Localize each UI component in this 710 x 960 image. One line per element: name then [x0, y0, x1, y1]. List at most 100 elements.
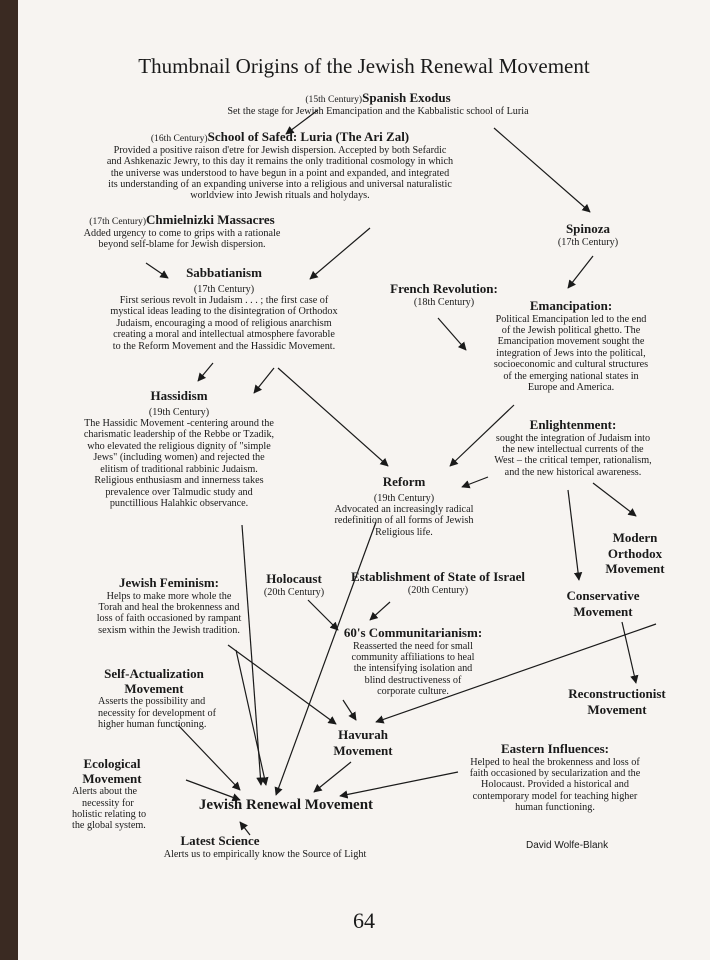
node-chmielnizki-massacres: (17th Century)Chmielnizki Massacres Adde… [62, 212, 302, 251]
node-description-line: necessity for development of [98, 707, 216, 719]
node-description-line: creating a moral and intellectual atmosp… [113, 329, 335, 341]
node-description-line: Religious enthusiasm and innerness takes [94, 475, 264, 487]
node-title: Reform [382, 474, 426, 489]
node-description-line: who elevated the religious dignity of "s… [87, 440, 271, 452]
node-jewish-feminism: Jewish Feminism: Helps to make more whol… [76, 575, 262, 636]
arrow-conservative-to-havurah [375, 623, 657, 724]
node-description-line: Alerts about the [72, 786, 138, 798]
node-title: Enlightenment: [529, 417, 617, 432]
node-holocaust: Holocaust (20th Century) [254, 571, 334, 598]
node-title-line: Orthodox [607, 545, 663, 561]
node-title: Eastern Influences: [501, 741, 609, 756]
node-title: French Revolution: [390, 281, 498, 296]
node-century: (17th Century) [89, 216, 147, 227]
node-century: (17th Century) [193, 283, 255, 295]
node-title: Holocaust [266, 571, 322, 586]
node-description-line: Jews" (including women) and rejected the [93, 452, 265, 464]
node-description-line: of the Jewish political ghetto. The [501, 324, 641, 336]
arrow-french-to-emancipation [437, 317, 467, 351]
node-description-line: community affiliations to heal [351, 651, 475, 663]
node-description-line: Provided a positive raison d'etre for Je… [113, 144, 447, 156]
node-century: (15th Century) [305, 94, 363, 105]
node-enlightenment: Enlightenment: sought the integration of… [464, 417, 682, 478]
page-number: 64 [353, 908, 375, 933]
node-description-line: its understanding of an expanding univer… [108, 179, 452, 190]
node-description-line: faith occasioned by secularization and t… [469, 767, 641, 779]
node-description: Set the stage for Jewish Emancipation an… [227, 105, 529, 117]
node-title: Latest Science [180, 833, 260, 848]
node-description-line: the new intellectual currents of the [502, 443, 644, 455]
node-sabbatianism: Sabbatianism (17th Century) First seriou… [84, 265, 364, 352]
node-description-line: Helps to make more whole the [106, 590, 232, 602]
arrow-feminism-to-havurah [227, 644, 337, 725]
node-emancipation: Emancipation: Political Emancipation led… [466, 298, 676, 394]
node-description-line: blind destructiveness of [364, 674, 462, 686]
node-self-actualization: Self-Actualization Movement Asserts the … [84, 666, 224, 730]
node-title: School of Safed: Luria (The Ari Zal) [207, 129, 410, 144]
node-title: Jewish Feminism: [118, 575, 220, 590]
node-description-line: Religious life. [375, 526, 433, 538]
arrow-sabbatianism-to-hassidism-right [253, 367, 275, 394]
node-description-line: the global system. [72, 820, 146, 832]
node-description-line: contemporary model for teaching higher [472, 790, 638, 802]
arrow-science-to-renewal [239, 821, 251, 836]
node-century: (20th Century) [263, 586, 325, 598]
node-description-line: necessity for [82, 797, 134, 809]
node-title: Sabbatianism [186, 265, 262, 280]
node-hassidism: Hassidism (19th Century) The Hassidic Mo… [70, 388, 288, 509]
node-communitarianism: 60's Communitarianism: Reasserted the ne… [322, 625, 504, 698]
arrow-enlightenment-to-reform [461, 476, 489, 489]
influence-arrows [145, 109, 657, 836]
node-title-line: Movement [333, 742, 393, 758]
node-spinoza: Spinoza (17th Century) [538, 221, 638, 248]
node-title: Jewish Renewal Movement [198, 797, 374, 813]
node-title-line: Movement [587, 701, 647, 717]
node-description-line: worldview into Jewish rituals and holyda… [190, 190, 370, 202]
node-eastern-influences: Eastern Influences: Helped to heal the b… [438, 741, 672, 814]
arrow-enlightenment-to-conservative [567, 489, 583, 581]
node-title: Spanish Exodus [362, 90, 451, 105]
arrow-sabbatianism-to-hassidism-left [197, 362, 214, 382]
document-page: Thumbnail Origins of the Jewish Renewal … [18, 0, 710, 960]
node-title-line: Movement [124, 680, 184, 696]
node-title-line: Conservative [566, 588, 640, 603]
node-description-line: beyond self-blame for Jewish dispersion. [98, 239, 266, 251]
arrow-emancipation-to-reform [449, 404, 515, 467]
node-havurah-movement: Havurah Movement [320, 727, 406, 758]
arrow-sabbatianism-to-reform [277, 367, 389, 467]
node-description-line: Political Emancipation led to the end [495, 313, 647, 325]
node-description-line: West – the critical temper, rationalism, [494, 455, 652, 467]
node-century: (20th Century) [407, 584, 469, 596]
node-spanish-exodus: (15th Century)Spanish Exodus Set the sta… [168, 90, 588, 117]
node-description-line: higher human functioning. [98, 718, 207, 730]
node-title-line: Movement [82, 770, 142, 786]
node-french-revolution: French Revolution: (18th Century) [374, 281, 514, 308]
node-title-line: Movement [605, 561, 665, 577]
node-description-line: Helped to heal the brokenness and loss o… [470, 756, 640, 768]
node-description-line: of the emerging national states in [503, 370, 639, 382]
arrow-reform-to-renewal [274, 521, 377, 796]
node-century: (16th Century) [150, 133, 208, 144]
node-title-line: Havurah [338, 727, 388, 742]
node-latest-science: Latest Science Alerts us to empirically … [120, 833, 410, 860]
arrow-safed-to-sabbatianism [309, 227, 371, 280]
node-ecological-movement: Ecological Movement Alerts about the nec… [72, 756, 182, 832]
node-description-line: corporate culture. [377, 686, 449, 698]
node-jewish-renewal-movement: Jewish Renewal Movement [176, 797, 396, 814]
node-description-line: socioeconomic and cultural structures [493, 359, 649, 371]
arrow-ecological-to-renewal [185, 779, 241, 802]
node-modern-orthodox: Modern Orthodox Movement [590, 530, 680, 577]
node-description-line: Judaism, encouraging a mood of religious… [116, 317, 332, 329]
node-title: 60's Communitarianism: [343, 625, 483, 640]
arrow-enlightenment-to-modern-orthodox [592, 482, 637, 517]
node-description-line: Emancipation movement sought the [497, 336, 645, 348]
arrow-holocaust-to-communitarianism [307, 599, 339, 631]
node-description-line: sought the integration of Judaism into [495, 432, 651, 444]
node-conservative-movement: Conservative Movement [548, 588, 658, 619]
node-reconstructionist-movement: Reconstructionist Movement [552, 686, 682, 717]
node-title: Emancipation: [529, 298, 613, 313]
arrow-feminism-to-renewal [235, 649, 269, 786]
node-description-line: human functioning. [515, 802, 595, 814]
node-title: Chmielnizki Massacres [146, 212, 275, 227]
node-description-line: charismatic leadership of the Rebbe or T… [83, 429, 275, 441]
